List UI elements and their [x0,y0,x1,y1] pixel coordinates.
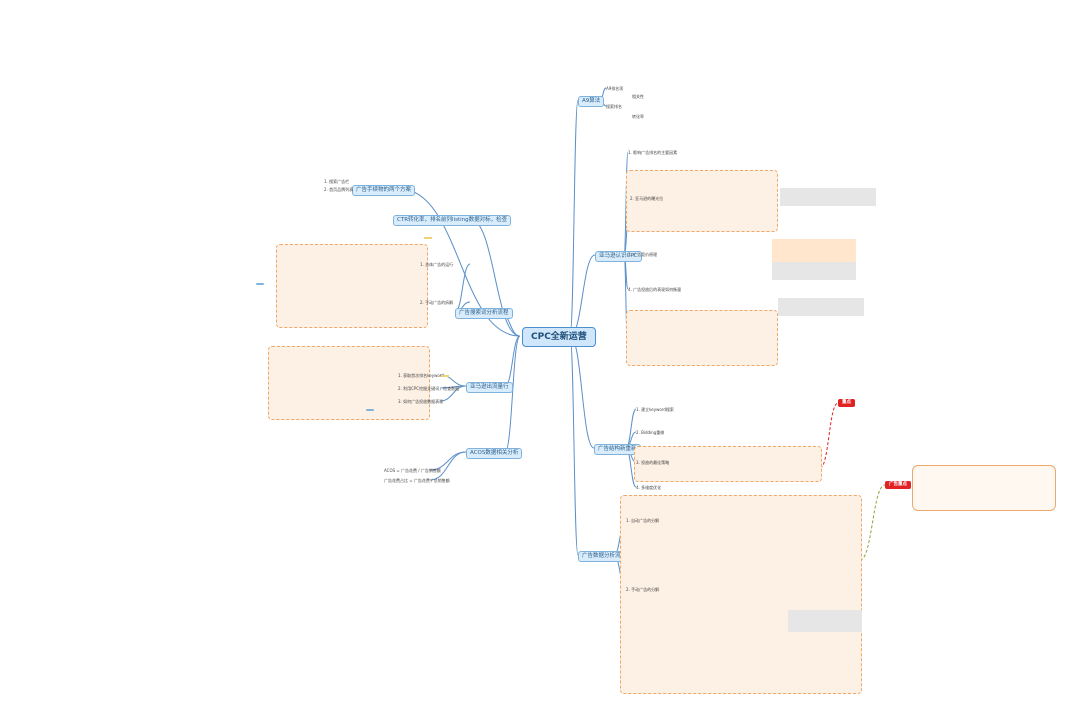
connector [504,335,521,387]
branch-header[interactable]: 广告手续物的两个方案 [352,185,416,196]
connector [569,254,596,337]
connector [625,408,637,449]
callout-box [912,465,1056,511]
connector [569,335,579,556]
ads-item: 2. Bidding重做 [636,430,665,435]
structure-item: 2. 手动广告的拆解 [420,300,454,305]
ads-item: 1. 建立keyword搜索 [636,407,674,412]
tip-note [424,237,432,239]
branch-budget[interactable]: 亚马逊出流量行 [466,382,513,393]
connector [429,451,467,481]
highlight-badge: 广告重点 [885,481,911,489]
branch-keyword[interactable]: CTR转化率，排名前列listing数据对标，检查 [393,215,512,226]
connector [859,484,886,561]
structure-item: 1. 总体广告的运行 [420,262,454,267]
budget-item: 3. 如何广告投放数据表现 [398,399,444,404]
listing-item: 2. 亚马逊的曝光位 [630,196,664,201]
connector [569,99,579,337]
left-sub-node[interactable] [256,283,264,285]
header-item: 2. 首页品牌列表 [324,187,354,192]
optimize-item: 1. 自动广告的分解 [626,518,660,523]
optimize-item: 2. 手动广告的分解 [626,587,660,592]
header-item: 1. 搜索广告栏 [324,179,350,184]
connector [504,335,521,453]
listing-item: 1. 影响广告排名的主要因素 [628,150,678,155]
budget-group [268,346,430,420]
a9-item: 转化率 [632,114,644,119]
note-box [780,188,876,206]
branch-listing[interactable]: 亚马逊认识CPC [595,251,642,262]
connector [819,402,839,469]
branch-a9[interactable]: A9算法 [578,96,605,107]
ads-group [634,446,822,482]
connector [439,385,467,402]
note-box [772,262,856,280]
a9-item: 相关性 [632,94,644,99]
note-box [788,610,862,632]
listing-item: 4. 广告投放后的表现如何衡量 [628,287,682,292]
ads-item: 4. 多维度优化 [636,485,662,490]
branch-report[interactable]: ACOS数据相关分析 [466,448,523,459]
listing-group [626,310,778,366]
highlight-badge: 重点 [838,399,855,407]
branch-structure[interactable]: 广告搜索词分析流程 [455,308,513,319]
a9-item: 搜索排名 [606,104,622,109]
listing-item: 3. 广告竞价原理 [628,252,658,257]
note-box [778,298,864,316]
connector [399,188,521,337]
ads-item: 3. 投放的最佳策略 [636,460,670,465]
report-item: ACOS = 广告花费 / 广告销售额 [384,468,441,473]
report-item: 广告花费占比 = 广告花费 / 总销售额 [384,478,450,483]
central-topic[interactable]: CPC全新运营 [522,327,596,347]
a9-item: A9排名项 [606,86,624,91]
budget-item: 2. 利用CPC挖掘关键词，检查数据 [398,386,460,391]
left-sub-node[interactable] [366,409,374,411]
note-box [772,239,856,263]
tip-note [441,375,449,377]
budget-item: 1. 获取首次排名keyword [398,373,444,378]
listing-group [626,170,778,232]
connector [454,263,471,313]
structure-group [276,244,428,328]
optimize-group [620,495,862,694]
